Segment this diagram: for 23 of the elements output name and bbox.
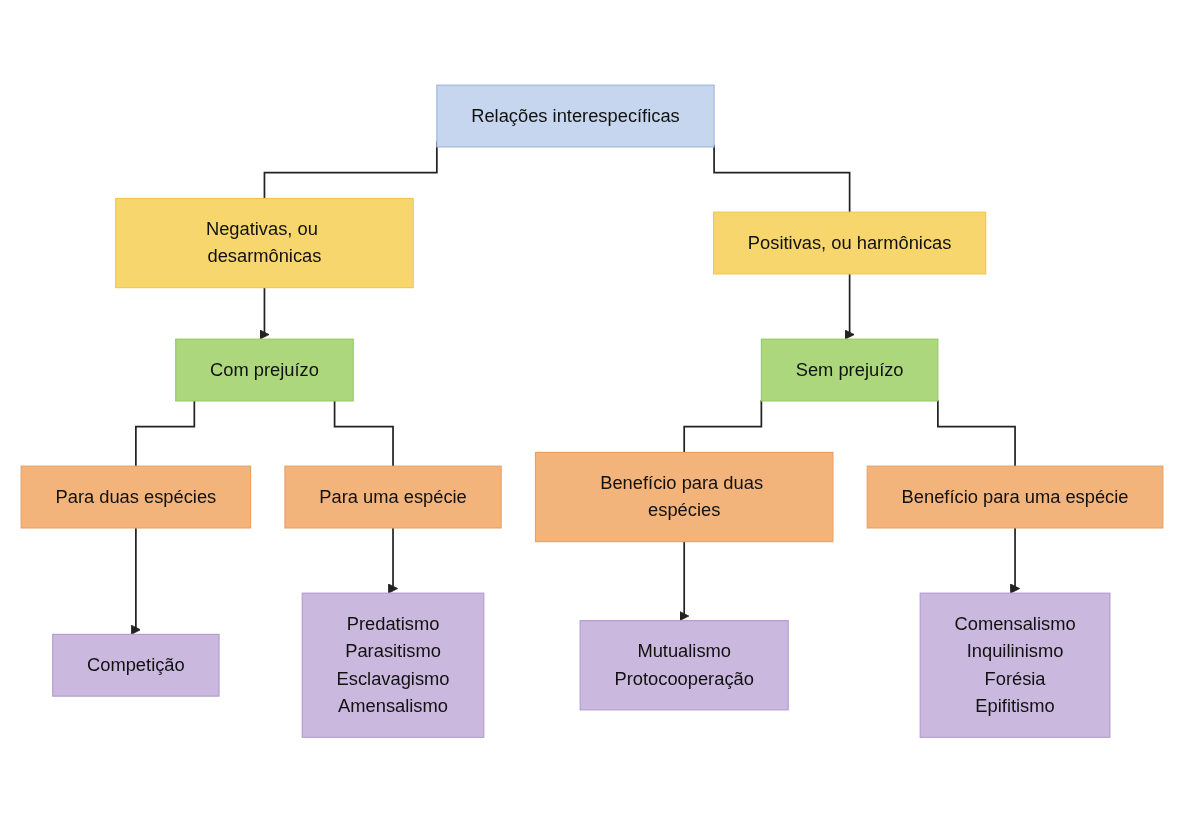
node-box: Para duas espécies <box>20 465 252 529</box>
connector <box>937 399 1016 467</box>
node-box: Predatismo Parasitismo Esclavagismo Amensalismo <box>301 592 485 738</box>
arrow <box>259 286 270 340</box>
node-box: Benefício para duas espécies <box>534 451 834 542</box>
arrow <box>388 526 399 594</box>
node-box: Relações interespecíficas <box>436 84 715 148</box>
arrow <box>130 526 141 635</box>
node-box: Com prejuízo <box>175 338 354 402</box>
node-box: Benefício para uma espécie <box>866 465 1164 529</box>
connector <box>683 399 763 454</box>
node-box: Positivas, ou harmônicas <box>712 211 987 275</box>
arrow <box>1010 526 1021 594</box>
connector <box>333 399 394 467</box>
arrow <box>679 540 690 621</box>
node-box: Sem prejuízo <box>760 338 939 402</box>
node-box: Mutualismo Protocooperação <box>579 619 789 711</box>
node-box: Competição <box>52 633 220 697</box>
connector <box>135 399 196 467</box>
arrow <box>844 272 855 340</box>
node-box: Comensalismo Inquilinismo Forésia Epifitismo <box>919 592 1111 738</box>
node-box: Para uma espécie <box>284 465 502 529</box>
node-box: Negativas, ou desarmônicas <box>115 197 414 288</box>
